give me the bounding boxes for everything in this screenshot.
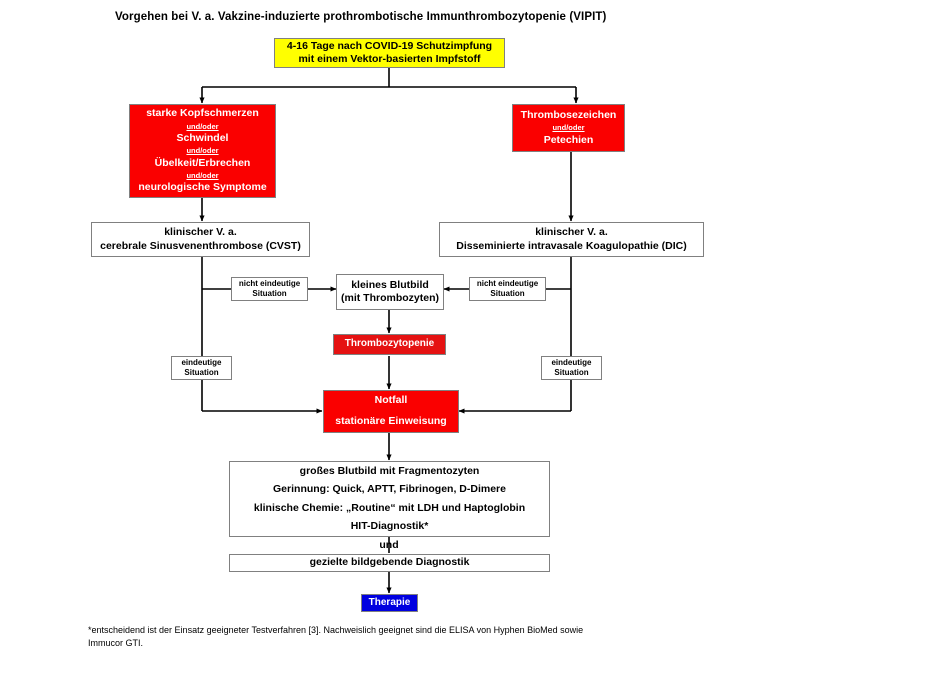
node-therapy: Therapie: [361, 594, 418, 612]
node-symptoms-neurological: starke Kopfschmerzen und/oder Schwindel …: [129, 104, 276, 198]
footnote-text: *entscheidend ist der Einsatz geeigneter…: [88, 624, 708, 650]
symptoms-left-line-4: neurologische Symptome: [138, 181, 267, 194]
symptoms-left-line-2: Schwindel: [176, 131, 229, 144]
symptoms-left-conjunction-1: und/oder: [186, 121, 219, 131]
diagnostics-line-4: HIT-Diagnostik*: [350, 520, 429, 533]
suspicion-right-line-1: klinischer V. a.: [535, 226, 608, 239]
suspicion-right-line-2: Disseminierte intravasale Koagulopathie …: [456, 239, 687, 252]
symptoms-left-conjunction-2: und/oder: [186, 146, 219, 156]
node-clear-situation-left: eindeutige Situation: [171, 356, 232, 380]
clear-right-line-1: eindeutige: [551, 358, 592, 368]
unclear-left-line-2: Situation: [252, 289, 287, 298]
page-title: Vorgehen bei V. a. Vakzine-induzierte pr…: [115, 11, 607, 23]
imaging-label: gezielte bildgebende Diagnostik: [309, 556, 470, 569]
therapy-label: Therapie: [368, 596, 411, 608]
node-symptoms-thrombosis: Thrombosezeichen und/oder Petechien: [512, 104, 625, 152]
node-blood-count: kleines Blutbild (mit Thrombozyten): [336, 274, 444, 310]
node-clear-situation-right: eindeutige Situation: [541, 356, 602, 380]
label-conjunction-und: und: [379, 539, 399, 551]
suspicion-left-line-2: cerebrale Sinusvenenthrombose (CVST): [100, 239, 301, 252]
node-suspicion-dic: klinischer V. a. Disseminierte intravasa…: [439, 222, 704, 257]
symptoms-left-line-3: Übelkeit/Erbrechen: [154, 156, 251, 169]
node-laboratory-diagnostics: großes Blutbild mit Fragmentozyten Gerin…: [229, 461, 550, 537]
clear-left-line-2: Situation: [184, 368, 219, 377]
node-imaging-diagnostics: gezielte bildgebende Diagnostik: [229, 554, 550, 572]
symptoms-right-line-2: Petechien: [543, 133, 594, 146]
footnote-line-2: Immucor GTI.: [88, 638, 144, 649]
node-emergency-admission: Notfall stationäre Einweisung: [323, 390, 459, 433]
emergency-line-1: Notfall: [374, 394, 408, 406]
symptoms-left-line-1: starke Kopfschmerzen: [146, 107, 259, 120]
diagnostics-line-2: Gerinnung: Quick, APTT, Fibrinogen, D-Di…: [273, 483, 506, 496]
node-unclear-situation-right: nicht eindeutige Situation: [469, 277, 546, 301]
symptoms-right-conjunction-1: und/oder: [552, 123, 585, 133]
thrombocytopenia-label: Thrombozytopenie: [344, 338, 435, 350]
node-trigger: 4-16 Tage nach COVID-19 Schutzimpfung mi…: [274, 38, 505, 68]
unclear-right-line-2: Situation: [490, 289, 525, 298]
symptoms-right-line-1: Thrombosezeichen: [520, 108, 617, 121]
footnote-line-1: *entscheidend ist der Einsatz geeigneter…: [88, 625, 584, 635]
trigger-line-2: mit einem Vektor-basierten Impfstoff: [298, 53, 481, 65]
node-unclear-situation-left: nicht eindeutige Situation: [231, 277, 308, 301]
blood-count-line-1: kleines Blutbild: [351, 278, 429, 291]
diagnostics-line-3: klinische Chemie: „Routine“ mit LDH und …: [253, 501, 526, 514]
emergency-line-2: stationäre Einweisung: [335, 414, 447, 427]
clear-right-line-2: Situation: [554, 368, 589, 377]
unclear-left-line-1: nicht eindeutige: [238, 279, 301, 289]
symptoms-left-conjunction-3: und/oder: [186, 171, 219, 181]
trigger-line-1: 4-16 Tage nach COVID-19 Schutzimpfung: [286, 39, 493, 52]
unclear-right-line-1: nicht eindeutige: [476, 279, 539, 289]
node-suspicion-cvst: klinischer V. a. cerebrale Sinusvenenthr…: [91, 222, 310, 257]
blood-count-line-2: (mit Thrombozyten): [341, 292, 439, 304]
suspicion-left-line-1: klinischer V. a.: [164, 226, 237, 239]
clear-left-line-1: eindeutige: [181, 358, 222, 368]
diagnostics-line-1: großes Blutbild mit Fragmentozyten: [299, 464, 480, 477]
node-thrombocytopenia: Thrombozytopenie: [333, 334, 446, 355]
